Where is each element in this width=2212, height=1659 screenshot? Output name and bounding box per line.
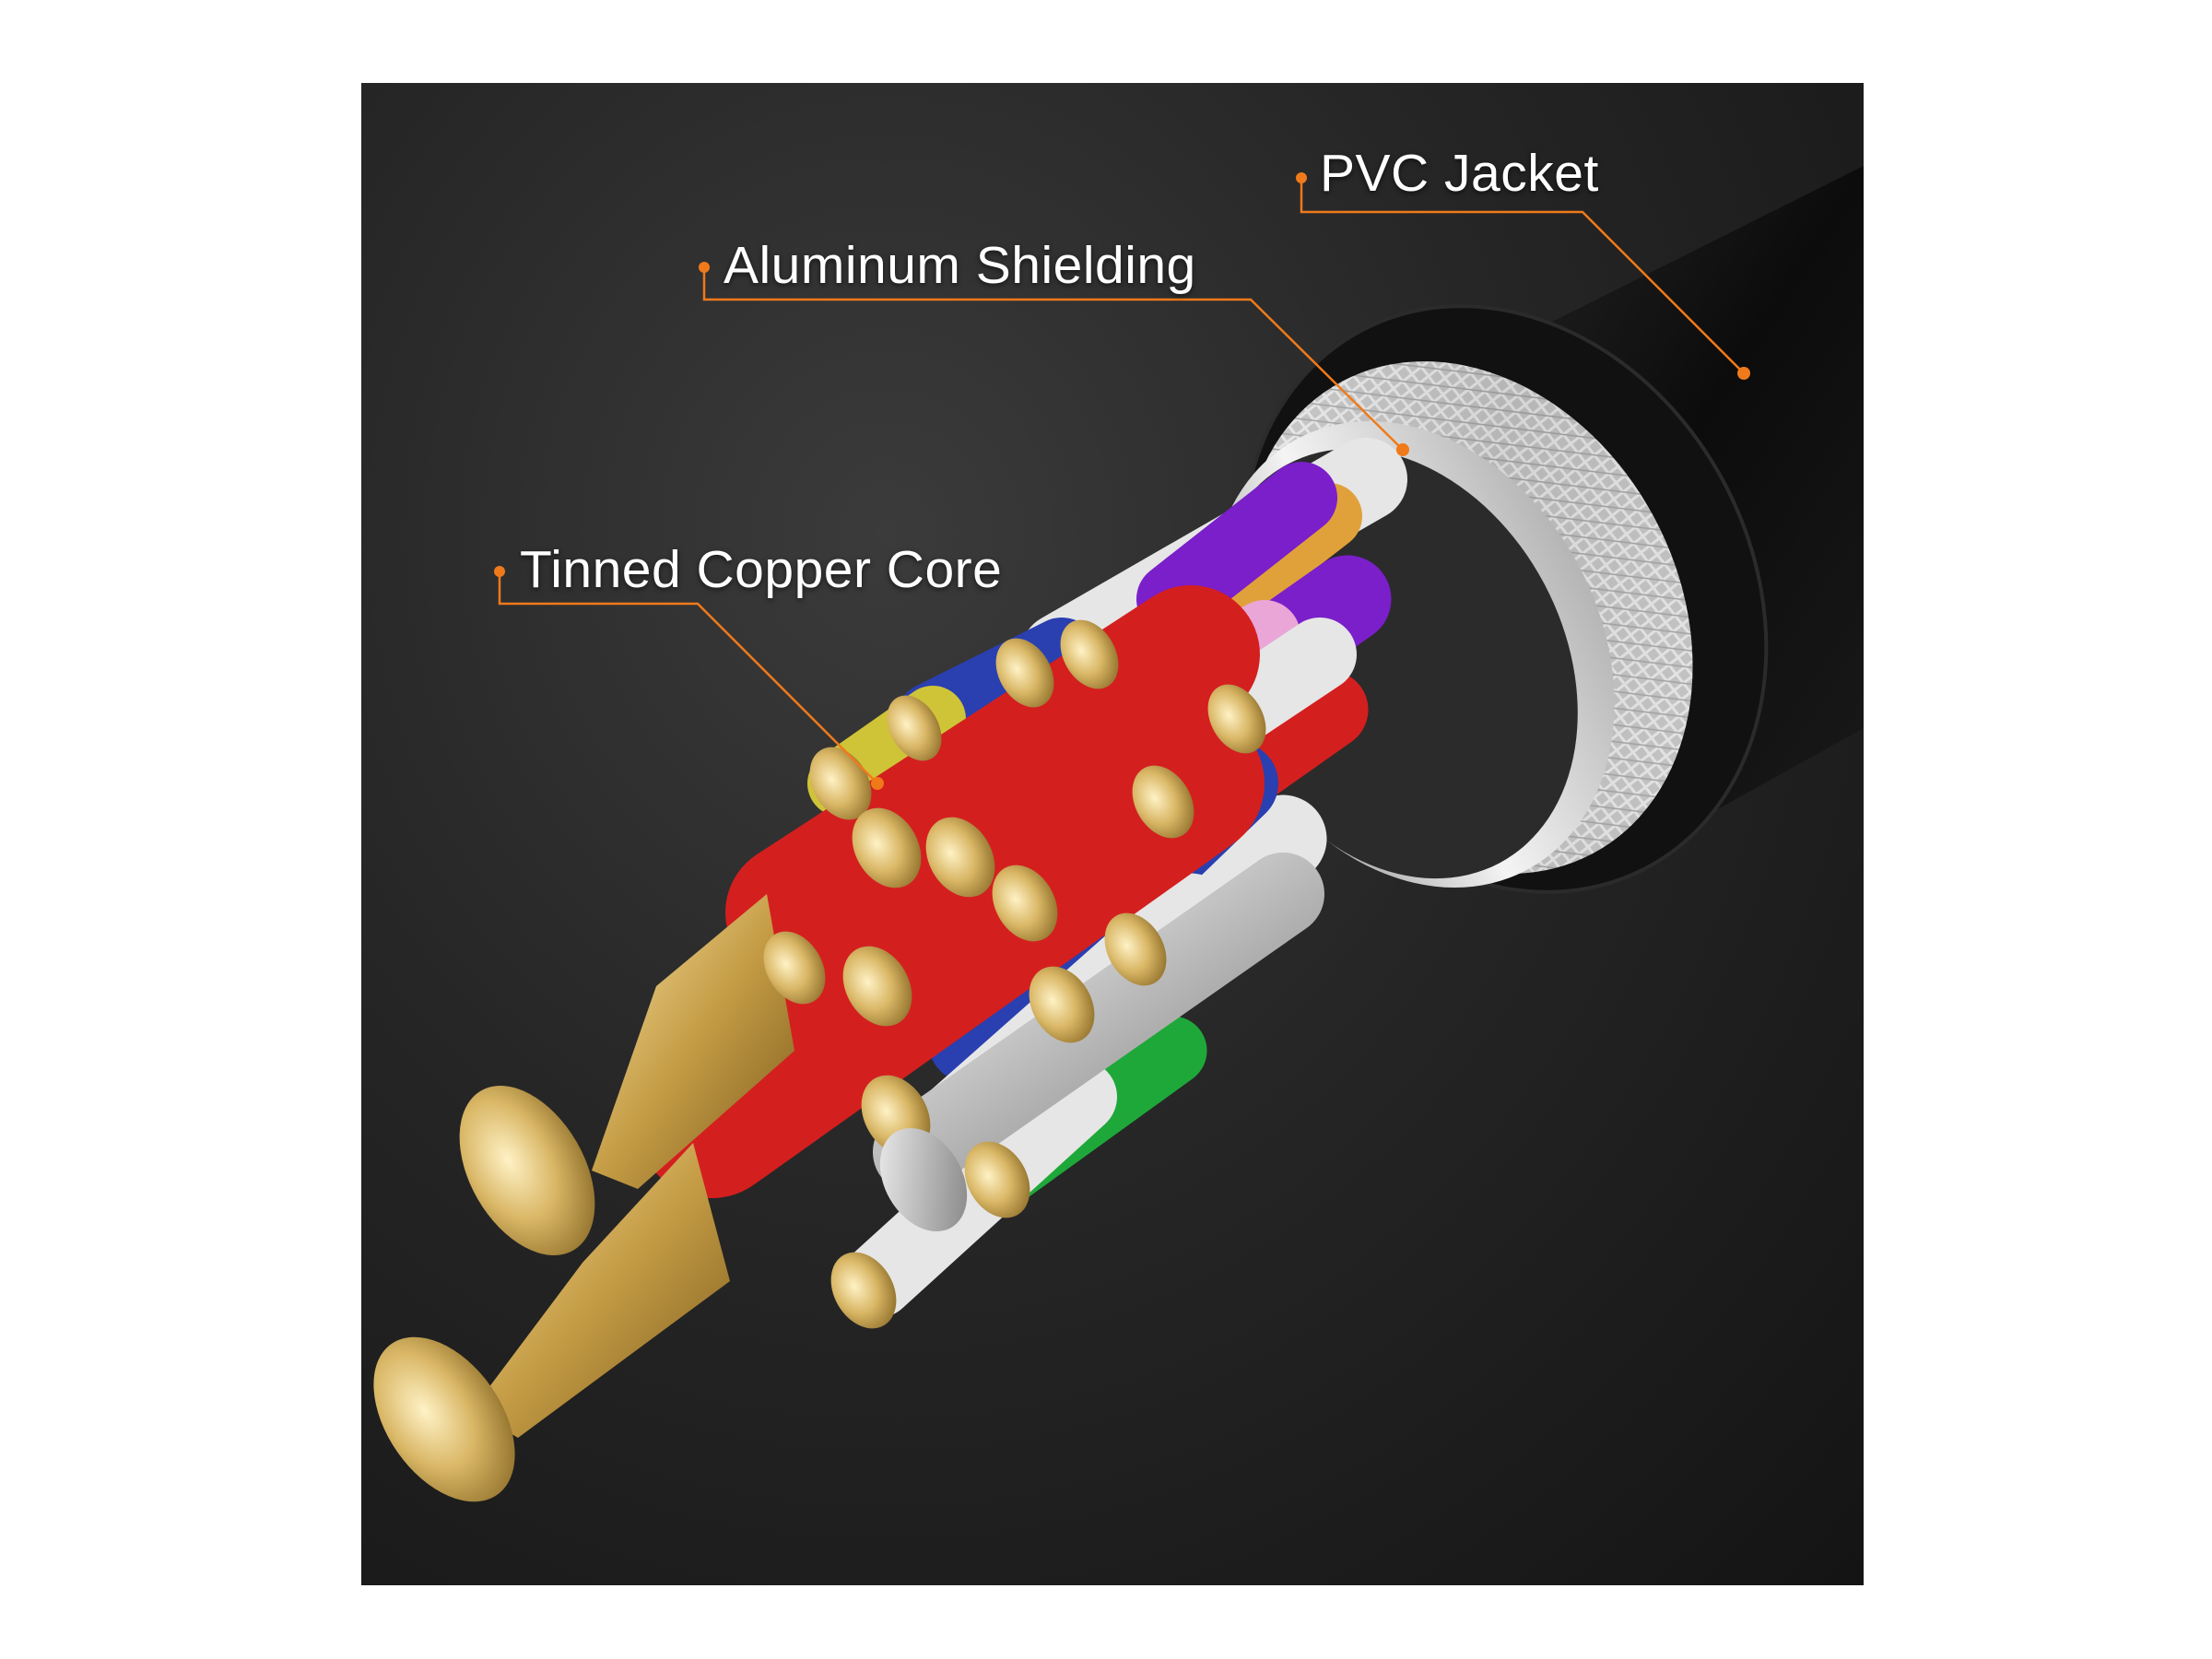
callout-dots [494, 172, 1750, 790]
aluminum-shielding-label: Aluminum Shielding [724, 236, 1196, 295]
cable-illustration [373, 166, 1864, 1502]
image-panel: PVC Jacket Aluminum Shielding Tinned Cop… [361, 83, 1864, 1585]
copper-strands [373, 619, 1266, 1502]
pvc-jacket-label: PVC Jacket [1320, 144, 1599, 203]
tinned-copper-core-label: Tinned Copper Core [520, 540, 1003, 599]
callout-leaders [498, 178, 1745, 784]
